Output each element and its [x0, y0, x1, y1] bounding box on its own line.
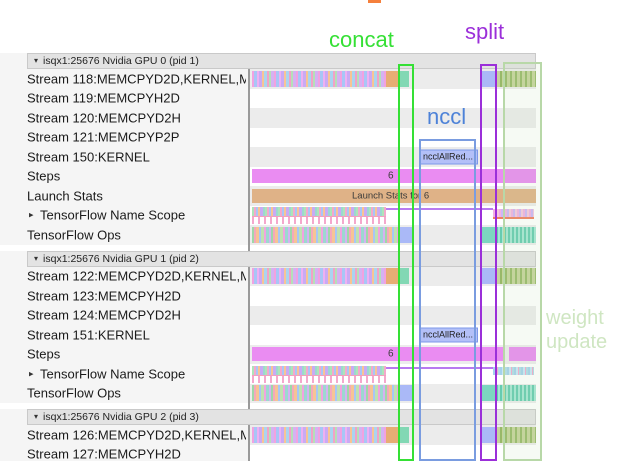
track-label: Stream 124:MEMCPYD2H [27, 307, 181, 323]
tf-ops-events-band[interactable] [252, 226, 398, 243]
section-header-label: isqx1:25676 Nvidia GPU 1 (pid 2) [43, 252, 199, 265]
event-segment[interactable] [386, 268, 399, 285]
track-row-stream-122: Stream 122:MEMCPYD2D,KERNEL,MI [0, 266, 622, 287]
track-row-tf-ops: TensorFlow Ops [0, 225, 622, 245]
kernel-events-band[interactable] [252, 426, 386, 443]
track-row-stream-123: Stream 123:MEMCPYH2D [0, 286, 622, 306]
collapse-triangle-icon[interactable]: ▾ [34, 412, 39, 421]
track-row-stream-126: Stream 126:MEMCPYD2D,KERNEL,MI [0, 425, 622, 445]
split-event-segment[interactable] [482, 70, 495, 87]
track-row-stream-150: Stream 150:KERNEL ncclAllRed... [0, 147, 622, 167]
track-row-tf-ops: TensorFlow Ops [0, 383, 622, 404]
track-label: Launch Stats [27, 188, 103, 204]
name-scope-span-line[interactable] [386, 208, 493, 210]
track-label: Stream 126:MEMCPYD2D,KERNEL,MI [27, 427, 246, 443]
track-row-stream-124: Stream 124:MEMCPYD2H [0, 305, 622, 326]
section-gpu0: ▾ isqx1:25676 Nvidia GPU 0 (pid 1) Stream… [0, 53, 622, 245]
collapse-triangle-icon[interactable]: ▾ [34, 56, 39, 65]
track-label: Stream 150:KERNEL [27, 149, 150, 165]
section-header-gpu2[interactable]: ▾ isqx1:25676 Nvidia GPU 2 (pid 3) [27, 409, 536, 425]
track-label: Steps [27, 346, 61, 362]
split-annotation-rect [480, 64, 497, 461]
concat-event-segment[interactable] [399, 268, 409, 285]
track-row-tf-name-scope: ▸ TensorFlow Name Scope [0, 206, 622, 226]
track-row-stream-121: Stream 121:MEMCPYP2P [0, 128, 622, 148]
track-row-steps: Steps 6 [0, 167, 622, 187]
track-row-stream-120: Stream 120:MEMCPYD2H [0, 108, 622, 128]
name-scope-events-band-right[interactable] [493, 367, 534, 375]
concat-annotation-rect [398, 64, 414, 461]
event-segment[interactable] [386, 70, 399, 87]
kernel-events-band[interactable] [252, 70, 386, 87]
weight-update-annotation-rect [503, 62, 542, 461]
step-number: 6 [388, 348, 394, 360]
section-header-gpu1[interactable]: ▾ isqx1:25676 Nvidia GPU 1 (pid 2) [27, 250, 536, 267]
tf-ops-concat-segment[interactable] [398, 226, 413, 243]
nccl-allreduce-event[interactable]: ncclAllRed... [420, 149, 478, 165]
section-gpu1: ▾ isqx1:25676 Nvidia GPU 1 (pid 2) Stream… [0, 250, 622, 404]
track-label: Stream 122:MEMCPYD2D,KERNEL,MI [27, 268, 246, 284]
track-row-stream-127: Stream 127:MEMCPYH2D [0, 445, 622, 461]
track-label: Stream 119:MEMCPYH2D [27, 90, 180, 106]
section-gpu2: ▾ isqx1:25676 Nvidia GPU 2 (pid 3) Stream… [0, 409, 622, 461]
section-header-label: isqx1:25676 Nvidia GPU 0 (pid 1) [43, 55, 199, 67]
track-label: TensorFlow Ops [27, 227, 121, 243]
steps-event-bar[interactable] [252, 169, 536, 184]
name-scope-events-band[interactable] [252, 207, 386, 216]
expand-triangle-icon[interactable]: ▸ [29, 209, 34, 220]
clipped-orange-text-fragment [368, 0, 381, 3]
concat-annotation-label: concat [329, 27, 394, 52]
track-label: Stream 151:KERNEL [27, 327, 150, 343]
track-row-stream-151: Stream 151:KERNEL ncclAllRed... [0, 325, 622, 345]
tf-ops-concat-segment[interactable] [398, 385, 413, 402]
tf-ops-weight-update-band[interactable] [480, 226, 536, 243]
collapse-triangle-icon[interactable]: ▾ [34, 253, 39, 263]
name-scope-span-line[interactable] [386, 366, 493, 369]
concat-event-segment[interactable] [399, 70, 409, 87]
section-header-label: isqx1:25676 Nvidia GPU 2 (pid 3) [43, 411, 199, 423]
track-row-tf-name-scope: ▸ TensorFlow Name Scope [0, 364, 622, 384]
expand-triangle-icon[interactable]: ▸ [29, 368, 34, 379]
weight-update-events-band[interactable] [495, 268, 536, 285]
track-label: TensorFlow Ops [27, 385, 121, 401]
track-row-stream-118: Stream 118:MEMCPYD2D,KERNEL,ME [0, 69, 622, 89]
name-scope-events-band[interactable] [252, 365, 386, 375]
track-row-steps: Steps 6 [0, 344, 622, 365]
weight-update-events-band[interactable] [495, 426, 536, 443]
launch-stats-event-bar[interactable] [252, 188, 536, 203]
weight-update-events-band[interactable] [495, 70, 536, 87]
launch-stats-event-label: Launch Stats for 6 [352, 190, 430, 202]
split-event-segment[interactable] [482, 426, 495, 443]
name-scope-subevents[interactable] [252, 374, 386, 383]
weight-update-annotation-label: weight update [546, 307, 608, 353]
name-scope-subevents[interactable] [252, 216, 386, 224]
track-label: Steps [27, 168, 61, 184]
section-header-gpu0[interactable]: ▾ isqx1:25676 Nvidia GPU 0 (pid 1) [27, 53, 536, 69]
concat-event-segment[interactable] [399, 426, 409, 443]
steps-event-bar[interactable] [509, 347, 536, 362]
track-label: Stream 121:MEMCPYP2P [27, 129, 180, 145]
step-number: 6 [388, 170, 394, 182]
track-label: Stream 118:MEMCPYD2D,KERNEL,ME [27, 71, 246, 87]
split-event-segment[interactable] [482, 268, 495, 285]
track-label: TensorFlow Name Scope [40, 366, 186, 382]
track-label: Stream 123:MEMCPYH2D [27, 288, 181, 304]
tf-ops-weight-update-band[interactable] [480, 385, 536, 402]
nccl-annotation-rect [419, 139, 476, 461]
track-label: Stream 127:MEMCPYH2D [27, 446, 181, 461]
steps-event-bar[interactable] [252, 347, 503, 362]
kernel-events-band[interactable] [252, 268, 386, 285]
track-row-launch-stats: Launch Stats Launch Stats for 6 [0, 186, 622, 206]
name-scope-events-band-right[interactable] [493, 208, 534, 219]
split-annotation-label: split [465, 19, 505, 44]
track-area: ▾ isqx1:25676 Nvidia GPU 0 (pid 1) Stream… [0, 53, 622, 461]
nccl-annotation-label: nccl [427, 104, 467, 129]
event-segment[interactable] [386, 426, 399, 443]
track-row-stream-119: Stream 119:MEMCPYH2D [0, 89, 622, 109]
tf-ops-events-band[interactable] [252, 385, 398, 402]
track-label: TensorFlow Name Scope [40, 207, 186, 223]
track-label: Stream 120:MEMCPYD2H [27, 110, 181, 126]
